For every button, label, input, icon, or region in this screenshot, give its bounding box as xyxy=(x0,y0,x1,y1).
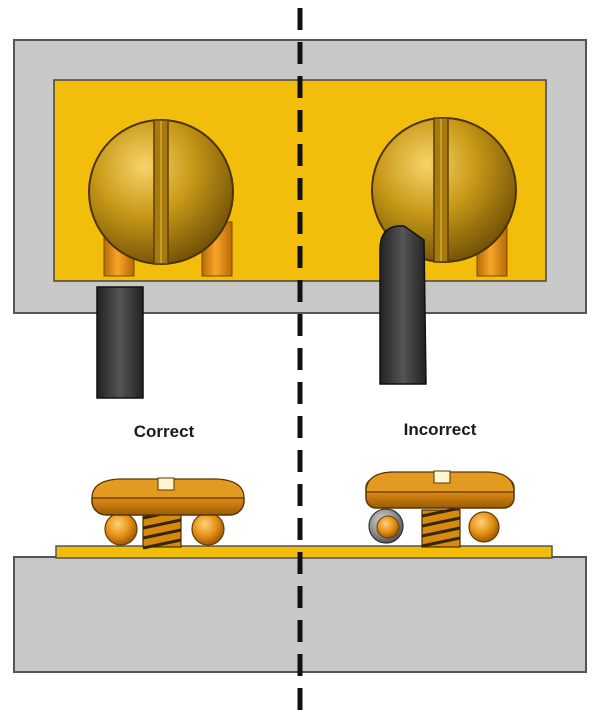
incorrect-wire-insulation xyxy=(379,225,427,385)
correct-side-screw xyxy=(91,477,245,550)
incorrect-screw-head-side xyxy=(365,470,515,509)
correct-screw-head-side xyxy=(91,477,245,516)
correct-wire-insulation xyxy=(96,286,144,399)
incorrect-screw-head xyxy=(371,117,517,263)
correct-screw-head xyxy=(88,119,234,265)
incorrect-side-screw xyxy=(365,470,515,548)
correct-wire-cross-section xyxy=(104,512,225,546)
incorrect-screw-thread xyxy=(421,506,461,548)
correct-top-terminal xyxy=(88,119,234,399)
incorrect-wire-cross-section xyxy=(368,508,500,544)
correct-label: Correct xyxy=(133,422,195,441)
side-view-base xyxy=(13,545,587,673)
incorrect-top-terminal xyxy=(371,117,517,385)
incorrect-label: Incorrect xyxy=(403,420,477,439)
